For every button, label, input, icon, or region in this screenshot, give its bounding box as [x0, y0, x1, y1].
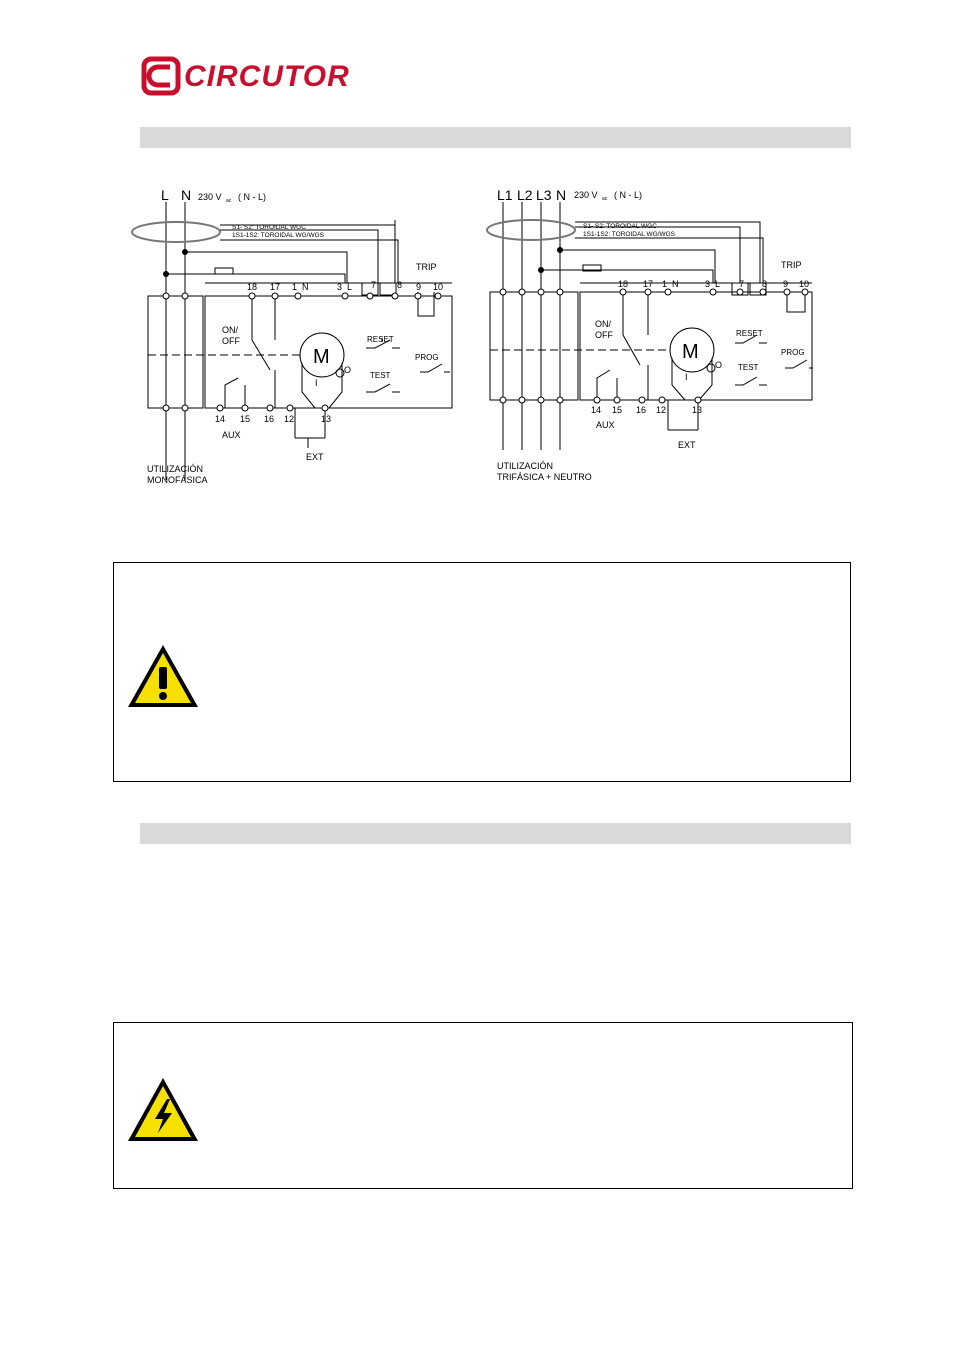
terminal-label: 15 — [240, 414, 250, 424]
ext-label: EXT — [306, 452, 324, 462]
terminal-label: 15 — [612, 405, 622, 415]
caption: UTILIZACIÓN — [147, 464, 203, 474]
terminal-label: L — [347, 282, 352, 292]
terminal-label: 14 — [591, 405, 601, 415]
terminal-label: 16 — [636, 405, 646, 415]
terminal-label: 8 — [762, 279, 767, 289]
toroid-label: 1S1-1S2: TOROIDAL WG/WGS — [232, 232, 325, 239]
terminal-label: 16 — [264, 414, 274, 424]
terminal-label: 13 — [321, 414, 331, 424]
motor-i-label: I — [685, 372, 688, 382]
test-label: TEST — [738, 363, 759, 372]
exclamation-warning-icon — [128, 645, 198, 707]
motor-i-label: I — [315, 378, 318, 388]
terminal-label: L — [715, 279, 720, 289]
phase-label: L1 — [497, 187, 513, 203]
terminal-label: 1 — [292, 282, 297, 292]
wiring-diagram-monophase: L N 230 V ac ( N - L) S1- S2: TOROIDAL W… — [131, 187, 453, 485]
motor-o-label: O — [344, 365, 351, 375]
warning-box — [113, 1022, 853, 1189]
caption: UTILIZACIÓN — [497, 461, 553, 471]
onoff-label: OFF — [595, 330, 613, 340]
test-label: TEST — [370, 371, 391, 380]
motor-label: M — [682, 341, 699, 363]
aux-label: AUX — [222, 430, 241, 440]
terminal-label: 3 — [705, 279, 710, 289]
terminal-label: 18 — [618, 279, 628, 289]
terminal-label: 9 — [416, 282, 421, 292]
caption: TRIFÁSICA + NEUTRO — [497, 472, 592, 482]
aux-label: AUX — [596, 420, 615, 430]
onoff-label: OFF — [222, 336, 240, 346]
toroid-label: S1- S2: TOROIDAL WGC — [232, 224, 306, 231]
reset-label: RESET — [367, 335, 394, 344]
onoff-label: ON/ — [222, 325, 239, 335]
terminal-label: 3 — [337, 282, 342, 292]
phase-label: L — [161, 187, 169, 203]
section-header-bar — [140, 127, 851, 148]
wiring-diagram-triphase: L1 L2 L3 N 230 V ac ( N - L) S1- S2: TOR… — [486, 187, 813, 482]
caption: MONOFÁSICA — [147, 475, 208, 485]
terminal-label: 7 — [739, 279, 744, 289]
terminal-label: 10 — [799, 279, 809, 289]
terminal-label: 12 — [284, 414, 294, 424]
terminal-label: 17 — [270, 282, 280, 292]
circutor-logo-icon — [141, 56, 181, 96]
supply-voltage: 230 V — [198, 192, 222, 202]
supply-suffix: ( N - L) — [238, 192, 266, 202]
motor-label: M — [313, 346, 330, 368]
terminal-label: 8 — [397, 280, 402, 290]
motor-o-label: O — [715, 360, 722, 370]
terminal-label: 13 — [692, 405, 702, 415]
terminal-label: 9 — [783, 279, 788, 289]
terminal-label: 14 — [215, 414, 225, 424]
phase-label: L3 — [536, 187, 552, 203]
terminal-label: N — [672, 279, 679, 289]
phase-label: N — [556, 187, 566, 203]
terminal-label: 17 — [643, 279, 653, 289]
reset-label: RESET — [736, 329, 763, 338]
trip-label: TRIP — [416, 262, 437, 272]
prog-label: PROG — [415, 353, 439, 362]
electrical-hazard-icon — [128, 1078, 198, 1141]
prog-label: PROG — [781, 348, 805, 357]
warning-box — [113, 562, 851, 782]
terminal-label: 12 — [656, 405, 666, 415]
supply-voltage-sub: ac — [602, 196, 608, 202]
ext-label: EXT — [678, 440, 696, 450]
logo-text: CIRCUTOR — [184, 60, 350, 93]
terminal-label: 7 — [371, 280, 376, 290]
terminal-label: N — [302, 282, 309, 292]
terminal-label: 18 — [247, 282, 257, 292]
supply-voltage-sub: ac — [226, 198, 232, 204]
section-header-bar — [140, 823, 851, 844]
toroid-label: S1- S2: TOROIDAL WGC — [583, 223, 657, 230]
supply-suffix: ( N - L) — [614, 190, 642, 200]
trip-label: TRIP — [781, 260, 802, 270]
terminal-label: 1 — [662, 279, 667, 289]
supply-voltage: 230 V — [574, 190, 598, 200]
toroid-label: 1S1-1S2: TOROIDAL WG/WGS — [583, 231, 676, 238]
terminal-label: 10 — [433, 282, 443, 292]
phase-label: N — [181, 187, 191, 203]
phase-label: L2 — [517, 187, 533, 203]
onoff-label: ON/ — [595, 319, 612, 329]
